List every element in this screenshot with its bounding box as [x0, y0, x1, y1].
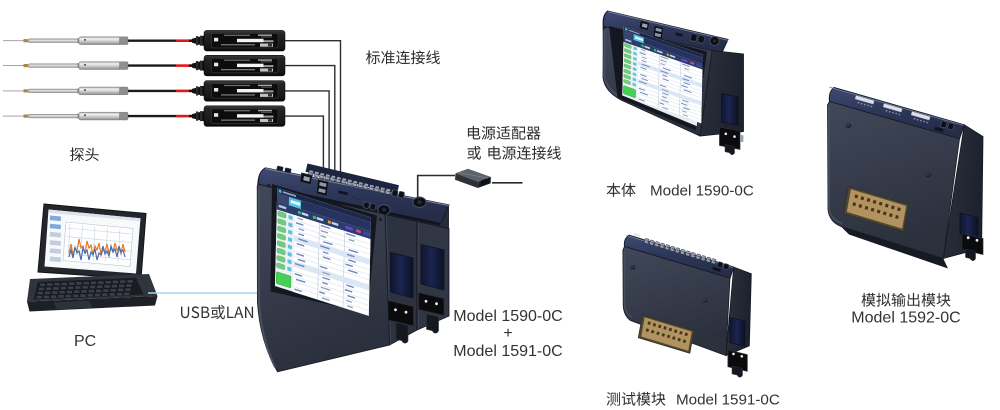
svg-text:Model 1590-0C: Model 1590-0C — [453, 308, 562, 325]
svg-text:+: + — [503, 325, 512, 342]
svg-text:Model 1590-0C: Model 1590-0C — [650, 183, 754, 200]
svg-text:Model 1591-0C: Model 1591-0C — [676, 392, 780, 409]
svg-text:Model 1592-0C: Model 1592-0C — [851, 310, 960, 327]
svg-text:Model 1591-0C: Model 1591-0C — [453, 343, 562, 360]
svg-text:PC: PC — [74, 333, 96, 350]
